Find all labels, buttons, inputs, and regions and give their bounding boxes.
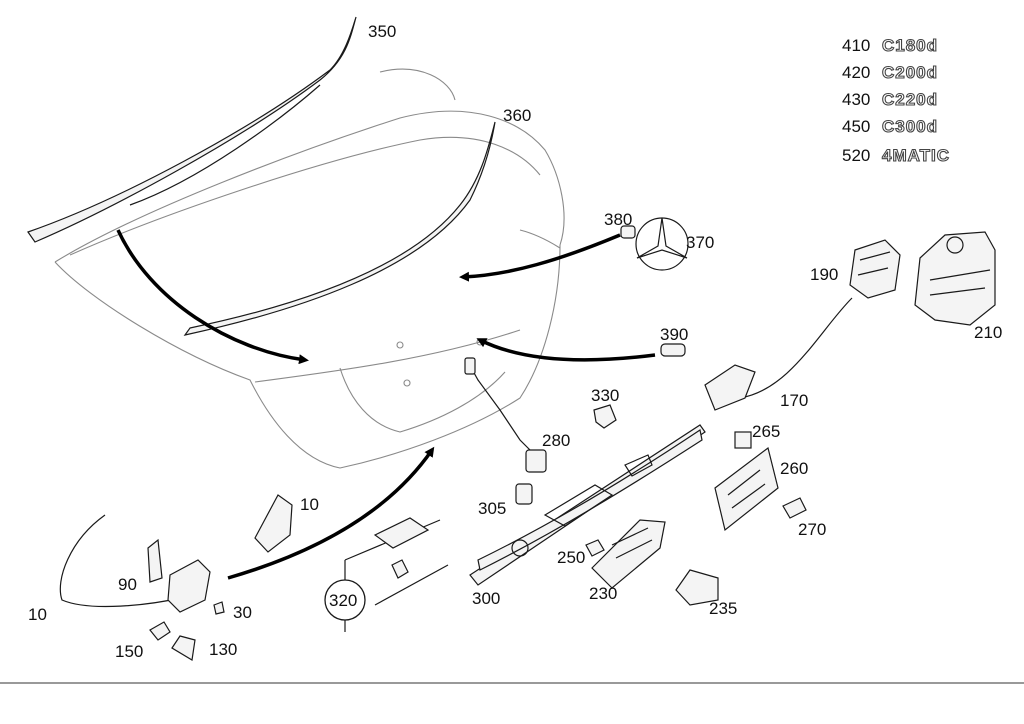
callout-390: 390 <box>660 325 688 344</box>
handle-strip-300 <box>469 424 706 586</box>
callout-280: 280 <box>542 431 570 450</box>
callout-300: 300 <box>472 589 500 608</box>
switch-230 <box>591 519 666 589</box>
detail-320 <box>324 517 449 632</box>
lock-actuator-190 <box>849 239 901 299</box>
callout-370: 370 <box>686 233 714 252</box>
variant-code: 430 <box>842 90 870 109</box>
callout-90: 90 <box>118 575 137 594</box>
screw-30 <box>213 601 225 615</box>
callout-360: 360 <box>503 106 531 125</box>
badge-logo: C220d <box>882 90 938 109</box>
clip-130 <box>171 635 196 661</box>
camera-235 <box>675 569 719 606</box>
callout-380: 380 <box>604 210 632 229</box>
callout-170: 170 <box>780 391 808 410</box>
drive-unit-210 <box>914 231 996 326</box>
callout-265: 265 <box>752 422 780 441</box>
screw-150 <box>149 621 171 641</box>
variant-code: 450 <box>842 117 870 136</box>
badge-logo: C180d <box>882 36 938 55</box>
clip-330 <box>593 404 617 429</box>
bolt-270 <box>782 497 807 519</box>
star-emblem-370 <box>635 217 689 271</box>
callout-260: 260 <box>780 459 808 478</box>
trim-strip-360 <box>183 121 496 336</box>
callout-10-upper: 10 <box>300 495 319 514</box>
callout-130: 130 <box>209 640 237 659</box>
callout-230: 230 <box>589 584 617 603</box>
badge-logo: 4MATIC <box>882 146 950 165</box>
bracket-260 <box>714 446 779 532</box>
lock-10 <box>167 559 211 613</box>
lock-10-upper <box>254 494 293 553</box>
clip-nut-265 <box>734 431 752 449</box>
bolt-90 <box>147 538 163 583</box>
assembly-arrows <box>116 229 656 580</box>
trunk-lid-outline <box>54 68 565 469</box>
callout-30: 30 <box>233 603 252 622</box>
plug-305 <box>515 483 533 505</box>
callout-235: 235 <box>709 599 737 618</box>
callout-305: 305 <box>478 499 506 518</box>
grommet-390 <box>660 343 686 357</box>
callout-10-lower: 10 <box>28 605 47 624</box>
variant-legend: 410 C180d 420 C200d 430 C220d 450 C300d … <box>842 35 950 165</box>
callout-labels: 350 360 380 370 190 210 390 170 330 265 … <box>28 22 1002 661</box>
bushing-380 <box>620 225 636 239</box>
variant-code: 520 <box>842 146 870 165</box>
callout-250: 250 <box>557 548 585 567</box>
callout-150: 150 <box>115 642 143 661</box>
callout-350: 350 <box>368 22 396 41</box>
nut-250 <box>585 539 605 557</box>
spoiler-350 <box>27 16 357 243</box>
callout-190: 190 <box>810 265 838 284</box>
badge-logo: C300d <box>882 117 938 136</box>
bowden-cable-170 <box>704 297 853 411</box>
wiring-harness-280 <box>464 357 547 473</box>
badge-logo: C200d <box>882 63 938 82</box>
callout-270: 270 <box>798 520 826 539</box>
cable-10 <box>59 514 181 608</box>
callout-210: 210 <box>974 323 1002 342</box>
callout-320: 320 <box>329 591 357 610</box>
variant-code: 420 <box>842 63 870 82</box>
variant-code: 410 <box>842 36 870 55</box>
callout-330: 330 <box>591 386 619 405</box>
